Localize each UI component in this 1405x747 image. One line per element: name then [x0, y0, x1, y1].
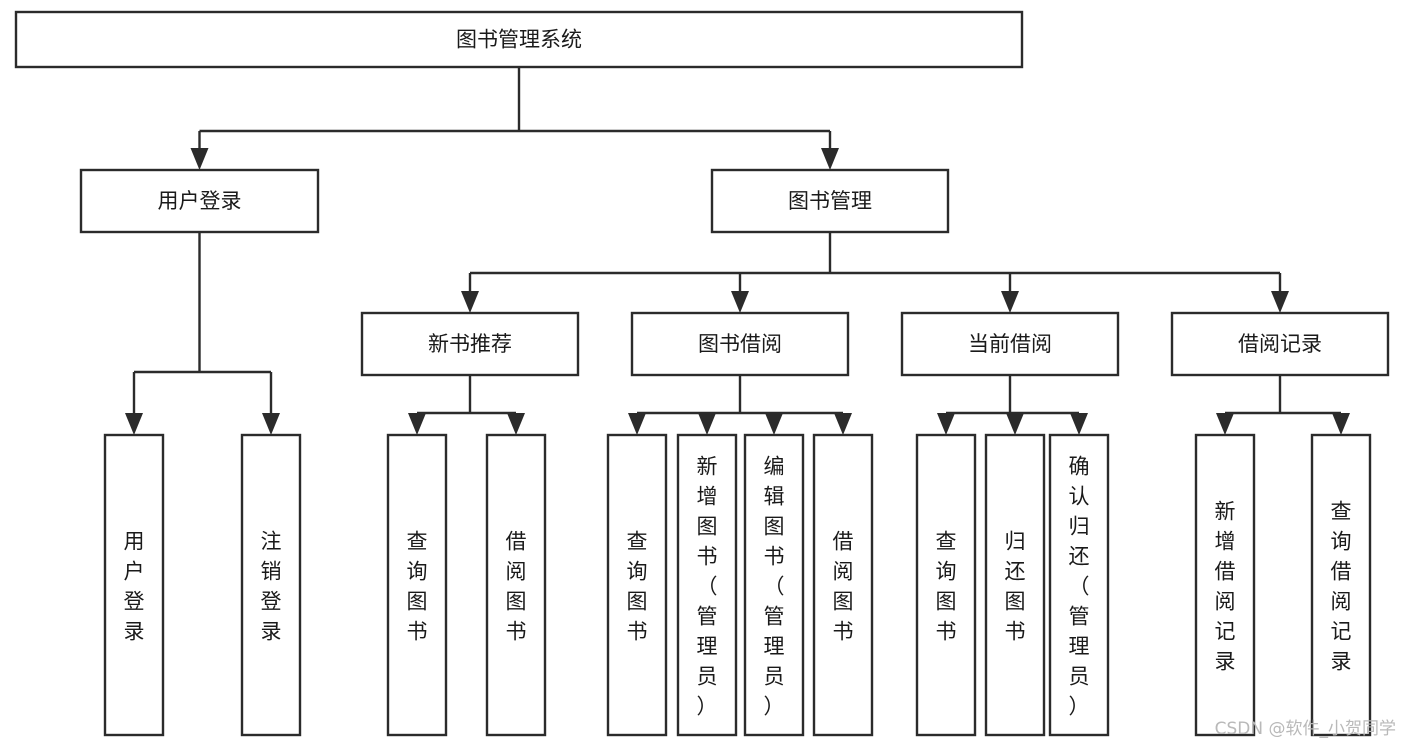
- node-bb-borrow-book[interactable]: 借阅图书: [812, 433, 874, 737]
- arrow-head-icon-cb-return-book: [1006, 413, 1024, 435]
- node-label-bb-edit-book: 编辑图书（管理员）: [764, 454, 785, 718]
- node-label-root: 图书管理系统: [456, 28, 582, 52]
- node-label-book-borrow: 图书借阅: [698, 332, 782, 356]
- node-label-bb-borrow-book: 借阅图书: [833, 529, 854, 643]
- node-root[interactable]: 图书管理系统: [14, 10, 1024, 69]
- arrow-head-icon-br-add-record: [1216, 413, 1234, 435]
- node-label-cb-return-book: 归还图书: [1005, 529, 1026, 643]
- node-label-nbr-query-book: 查询图书: [407, 529, 428, 643]
- node-label-bb-add-book: 新增图书（管理员）: [697, 454, 718, 718]
- arrow-head-icon-borrow-record: [1271, 291, 1289, 313]
- arrow-head-icon-nbr-borrow-book: [507, 413, 525, 435]
- node-box-bb-borrow-book[interactable]: [812, 433, 874, 737]
- node-box-cb-confirm-return[interactable]: [1048, 433, 1110, 737]
- watermark-layer: CSDN @软件_小贺同学: [1215, 719, 1396, 739]
- node-cb-return-book[interactable]: 归还图书: [984, 433, 1046, 737]
- arrow-head-icon-bb-edit-book: [765, 413, 783, 435]
- arrow-head-icon-new-book-recommend: [461, 291, 479, 313]
- node-nbr-borrow-book[interactable]: 借阅图书: [485, 433, 547, 737]
- node-box-cb-return-book[interactable]: [984, 433, 1046, 737]
- node-label-new-book-recommend: 新书推荐: [428, 332, 512, 356]
- node-box-nbr-borrow-book[interactable]: [485, 433, 547, 737]
- node-box-cb-query-book[interactable]: [915, 433, 977, 737]
- nodes-layer: 图书管理系统用户登录用户登录注销登录图书管理新书推荐查询图书借阅图书图书借阅查询…: [14, 10, 1390, 737]
- node-label-cb-confirm-return: 确认归还（管理员）: [1069, 454, 1090, 718]
- node-label-borrow-record: 借阅记录: [1238, 332, 1322, 356]
- node-box-book-borrow[interactable]: [630, 311, 850, 377]
- node-label-nbr-borrow-book: 借阅图书: [506, 529, 527, 643]
- node-user-logout[interactable]: 注销登录: [240, 433, 302, 737]
- arrow-head-icon-book-manage: [821, 148, 839, 170]
- connectors-layer: [125, 67, 1350, 435]
- arrow-head-icon-user-login-do: [125, 413, 143, 435]
- node-box-user-login-do[interactable]: [103, 433, 165, 737]
- arrow-head-icon-bb-add-book: [698, 413, 716, 435]
- node-borrow-record[interactable]: 借阅记录: [1170, 311, 1390, 377]
- node-label-current-borrow: 当前借阅: [968, 332, 1052, 356]
- arrow-head-icon-bb-borrow-book: [834, 413, 852, 435]
- node-box-new-book-recommend[interactable]: [360, 311, 580, 377]
- node-box-user-logout[interactable]: [240, 433, 302, 737]
- arrow-head-icon-book-borrow: [731, 291, 749, 313]
- node-cb-confirm-return[interactable]: 确认归还（管理员）: [1048, 433, 1110, 737]
- node-book-borrow[interactable]: 图书借阅: [630, 311, 850, 377]
- node-user-login-do[interactable]: 用户登录: [103, 433, 165, 737]
- node-box-current-borrow[interactable]: [900, 311, 1120, 377]
- node-box-borrow-record[interactable]: [1170, 311, 1390, 377]
- node-box-nbr-query-book[interactable]: [386, 433, 448, 737]
- node-br-add-record[interactable]: 新增借阅记录: [1194, 433, 1256, 737]
- node-label-bb-query-book: 查询图书: [627, 529, 648, 643]
- node-user-login[interactable]: 用户登录: [79, 168, 320, 234]
- node-box-br-add-record[interactable]: [1194, 433, 1256, 737]
- node-label-br-add-record: 新增借阅记录: [1215, 499, 1236, 673]
- node-box-user-login[interactable]: [79, 168, 320, 234]
- node-bb-add-book[interactable]: 新增图书（管理员）: [676, 433, 738, 737]
- arrow-head-icon-cb-query-book: [937, 413, 955, 435]
- node-label-br-query-record: 查询借阅记录: [1331, 499, 1352, 673]
- node-label-user-login: 用户登录: [158, 189, 242, 213]
- csdn-watermark: CSDN @软件_小贺同学: [1215, 719, 1396, 739]
- node-cb-query-book[interactable]: 查询图书: [915, 433, 977, 737]
- arrow-head-icon-bb-query-book: [628, 413, 646, 435]
- node-new-book-recommend[interactable]: 新书推荐: [360, 311, 580, 377]
- arrow-head-icon-user-logout: [262, 413, 280, 435]
- node-box-bb-edit-book[interactable]: [743, 433, 805, 737]
- node-br-query-record[interactable]: 查询借阅记录: [1310, 433, 1372, 737]
- node-label-user-login-do: 用户登录: [124, 529, 145, 643]
- node-box-bb-add-book[interactable]: [676, 433, 738, 737]
- node-label-cb-query-book: 查询图书: [936, 529, 957, 643]
- node-bb-query-book[interactable]: 查询图书: [606, 433, 668, 737]
- node-box-book-manage[interactable]: [710, 168, 950, 234]
- node-nbr-query-book[interactable]: 查询图书: [386, 433, 448, 737]
- node-label-book-manage: 图书管理: [788, 189, 872, 213]
- node-box-root[interactable]: [14, 10, 1024, 69]
- node-current-borrow[interactable]: 当前借阅: [900, 311, 1120, 377]
- arrow-head-icon-current-borrow: [1001, 291, 1019, 313]
- node-book-manage[interactable]: 图书管理: [710, 168, 950, 234]
- arrow-head-icon-user-login: [190, 148, 209, 170]
- node-label-user-logout: 注销登录: [261, 529, 282, 643]
- arrow-head-icon-cb-confirm-return: [1070, 413, 1088, 435]
- arrow-head-icon-br-query-record: [1332, 413, 1350, 435]
- node-box-br-query-record[interactable]: [1310, 433, 1372, 737]
- node-box-bb-query-book[interactable]: [606, 433, 668, 737]
- node-bb-edit-book[interactable]: 编辑图书（管理员）: [743, 433, 805, 737]
- arrow-head-icon-nbr-query-book: [408, 413, 426, 435]
